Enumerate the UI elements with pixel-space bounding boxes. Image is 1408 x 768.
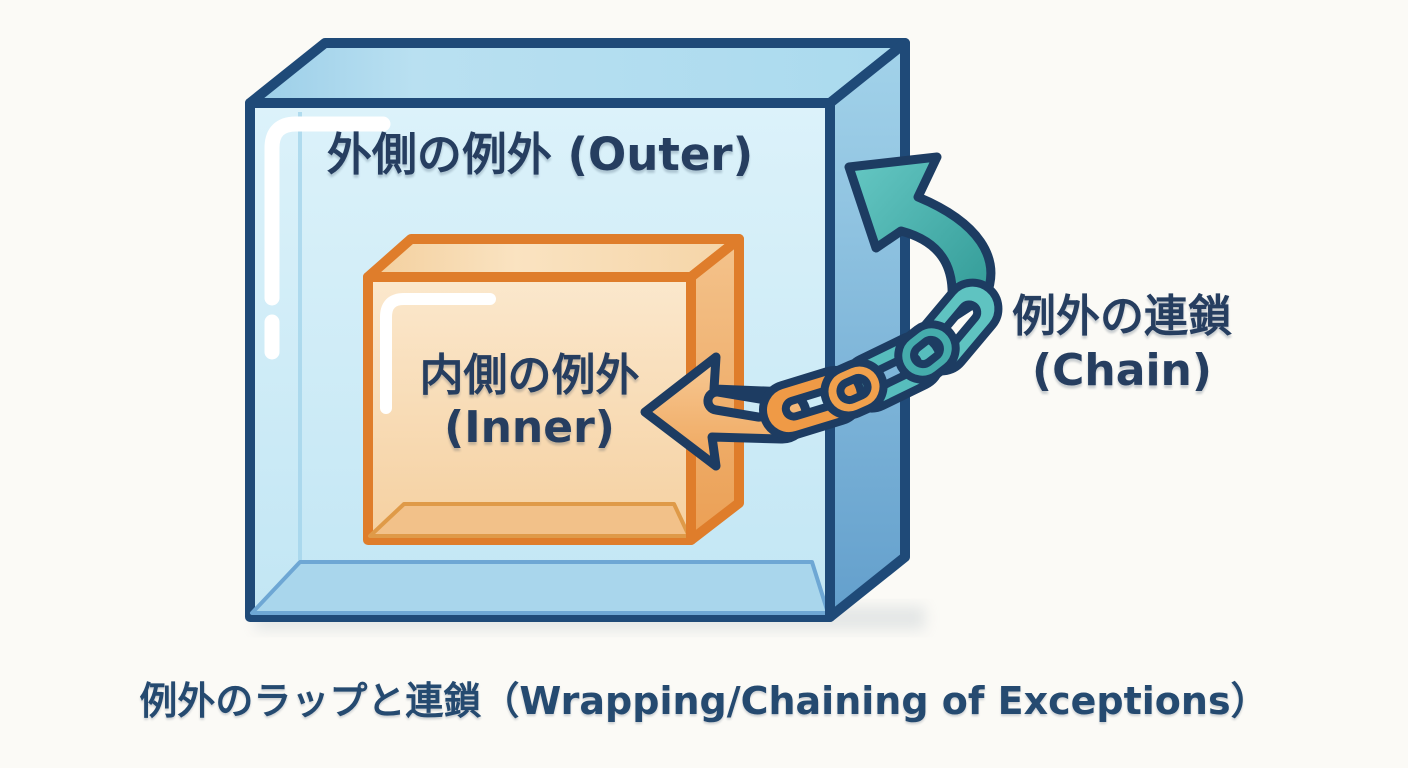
chain-label: 例外の連鎖 (Chain): [972, 290, 1272, 398]
outer-box-right-face: [825, 38, 910, 622]
chain-label-line2: (Chain): [1032, 345, 1212, 396]
diagram-caption: 例外のラップと連鎖（Wrapping/Chaining of Exception…: [139, 679, 1269, 723]
inner-box-label: 内側の例外 (Inner): [368, 350, 691, 454]
outer-box-floor: [250, 560, 830, 615]
inner-box-floor: [368, 502, 691, 538]
outer-box-top-face: [245, 38, 910, 108]
outer-box-label: 外側の例外 (Outer): [326, 128, 754, 181]
inner-box-top-face: [363, 234, 744, 282]
inner-box-label-line2: (Inner): [444, 402, 615, 453]
inner-box-label-line1: 内側の例外: [419, 350, 640, 401]
inner-box-shine: [380, 293, 496, 414]
chain-ring-teal: [894, 320, 960, 384]
outer-box-shine: [264, 116, 391, 360]
chain-label-line1: 例外の連鎖: [1012, 291, 1232, 342]
chain-ring-orange: [820, 358, 888, 420]
